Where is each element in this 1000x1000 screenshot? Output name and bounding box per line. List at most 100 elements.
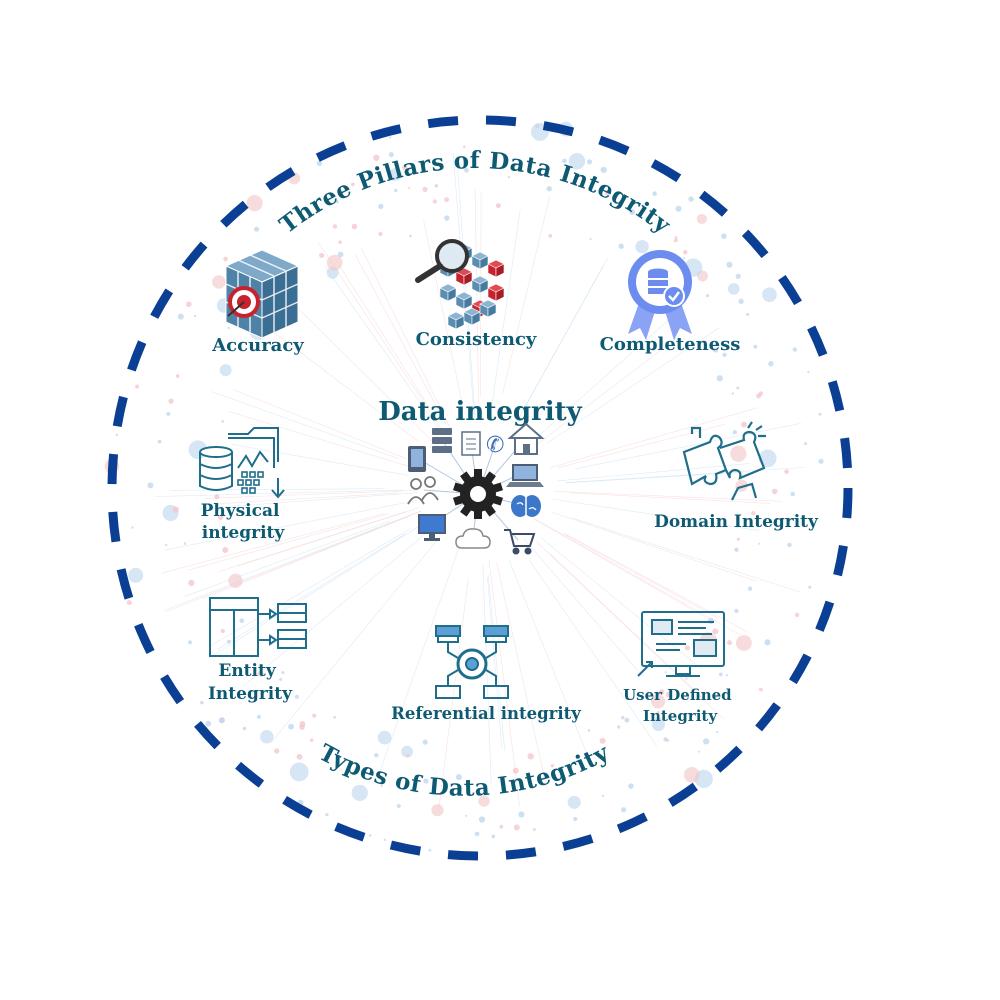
background-network-dot bbox=[188, 640, 193, 645]
background-network-dot bbox=[747, 586, 753, 591]
background-network-line bbox=[488, 559, 520, 807]
background-network-dot bbox=[337, 251, 344, 258]
background-network-dot bbox=[205, 720, 212, 727]
tablet-icon bbox=[408, 446, 426, 472]
laptop-icon bbox=[506, 464, 544, 487]
user-defined-integrity-label: User Defined Integrity bbox=[623, 686, 737, 725]
background-network-dot bbox=[478, 795, 490, 807]
background-network-dot bbox=[491, 834, 496, 839]
background-network-line bbox=[217, 533, 406, 650]
background-network-dot bbox=[168, 398, 174, 404]
user-defined-integrity-monitor-icon bbox=[637, 611, 725, 677]
background-network-dot bbox=[716, 730, 719, 733]
consistency-cube bbox=[471, 275, 489, 294]
physical-integrity-label-line1: Physical bbox=[201, 501, 280, 521]
consistency-cube bbox=[463, 307, 481, 326]
background-network-dot bbox=[157, 439, 162, 444]
background-network-line bbox=[529, 560, 657, 747]
background-network-dot bbox=[746, 312, 750, 316]
background-network-line bbox=[211, 391, 400, 460]
background-network-dot bbox=[652, 191, 657, 197]
background-network-line bbox=[209, 528, 412, 647]
background-network-dot bbox=[312, 713, 317, 718]
completeness-badge-icon bbox=[628, 250, 692, 340]
user-defined-integrity-label-line1: User Defined bbox=[623, 686, 732, 704]
background-network-dot bbox=[736, 537, 740, 541]
background-network-dot bbox=[764, 639, 771, 646]
background-network-dot bbox=[599, 737, 606, 744]
background-network-dot bbox=[368, 834, 372, 837]
background-network-dot bbox=[383, 838, 386, 842]
background-network-dot bbox=[281, 671, 285, 675]
background-network-dot bbox=[518, 811, 525, 818]
background-network-dot bbox=[431, 804, 444, 817]
background-network-dot bbox=[628, 783, 634, 789]
background-network-dot bbox=[688, 196, 694, 202]
background-network-dot bbox=[223, 256, 228, 262]
gear-tooth bbox=[474, 509, 482, 519]
background-network-line bbox=[232, 389, 407, 459]
background-network-dot bbox=[589, 238, 592, 241]
background-network-dot bbox=[428, 848, 432, 852]
background-network-dot bbox=[274, 748, 280, 754]
background-network-line bbox=[163, 510, 421, 611]
background-network-dot bbox=[758, 687, 763, 692]
background-network-dot bbox=[217, 514, 224, 520]
background-network-dot bbox=[736, 386, 740, 390]
background-network-dot bbox=[183, 542, 187, 545]
shopping-cart-icon bbox=[504, 529, 536, 555]
background-network-dot bbox=[741, 421, 747, 428]
background-network-dot bbox=[738, 298, 744, 305]
background-network-dot bbox=[550, 764, 555, 768]
background-network-dot bbox=[635, 239, 649, 254]
entity-integrity-label: Entity Integrity bbox=[208, 661, 293, 704]
background-network-line bbox=[165, 510, 422, 613]
consistency-cube bbox=[487, 259, 505, 278]
background-network-line bbox=[552, 498, 759, 531]
background-network-line bbox=[270, 536, 441, 743]
background-network-line bbox=[557, 463, 750, 482]
background-network-line bbox=[423, 219, 463, 405]
background-network-dot bbox=[587, 729, 591, 732]
background-network-line bbox=[474, 188, 479, 403]
background-network-line bbox=[231, 444, 409, 476]
background-network-dot bbox=[165, 543, 168, 547]
background-network-dot bbox=[664, 671, 667, 674]
background-network-line bbox=[487, 574, 506, 752]
background-network-dot bbox=[499, 824, 504, 829]
background-network-dot bbox=[378, 231, 383, 237]
background-network-dot bbox=[309, 738, 314, 743]
background-network-dot bbox=[753, 344, 758, 349]
background-network-line bbox=[534, 518, 712, 621]
background-network-line bbox=[168, 488, 384, 491]
gear-icon bbox=[452, 469, 504, 519]
background-network-dot bbox=[289, 762, 309, 782]
background-network-dot bbox=[807, 370, 810, 374]
background-network-line bbox=[227, 410, 411, 467]
background-network-dot bbox=[548, 233, 553, 238]
background-network-dot bbox=[351, 223, 358, 230]
background-network-dot bbox=[380, 784, 383, 788]
background-network-dot bbox=[818, 412, 822, 416]
background-network-dot bbox=[256, 714, 261, 719]
background-network-dot bbox=[722, 352, 727, 357]
background-network-dot bbox=[758, 542, 761, 545]
document-icon bbox=[461, 431, 481, 456]
background-network-dot bbox=[718, 672, 723, 677]
background-network-dot bbox=[351, 182, 355, 187]
background-network-line bbox=[532, 517, 740, 635]
background-network-line bbox=[219, 511, 407, 572]
background-network-dot bbox=[512, 767, 519, 774]
background-network-dot bbox=[768, 361, 774, 367]
background-network-dot bbox=[374, 753, 379, 758]
background-network-dot bbox=[735, 273, 741, 279]
background-network-line bbox=[490, 209, 521, 415]
accuracy-label: Accuracy bbox=[211, 335, 304, 356]
background-network-dot bbox=[656, 711, 660, 715]
background-network-dot bbox=[697, 750, 700, 753]
background-network-line bbox=[482, 565, 492, 784]
background-network-dot bbox=[351, 784, 368, 802]
background-network-dot bbox=[784, 469, 789, 474]
background-network-dot bbox=[408, 187, 411, 190]
